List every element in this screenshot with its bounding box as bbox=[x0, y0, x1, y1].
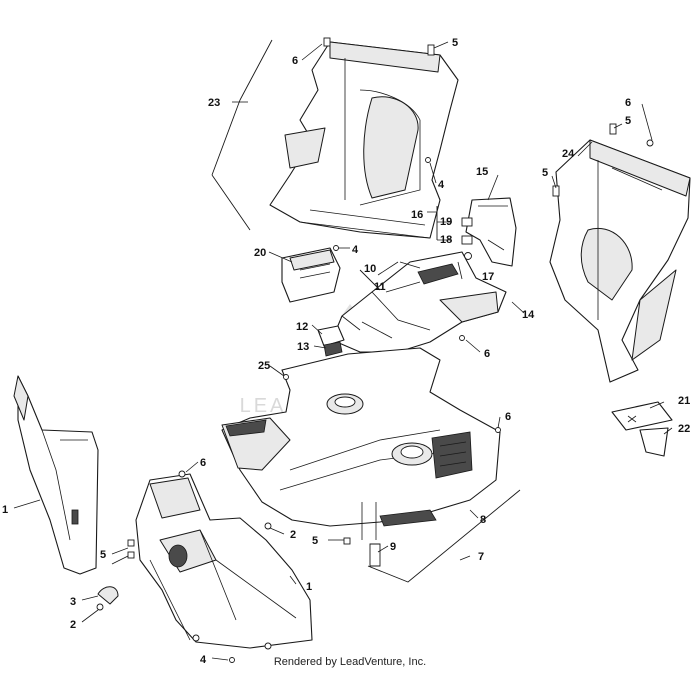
leader-16 bbox=[427, 211, 452, 241]
leader-lines bbox=[13, 41, 673, 661]
callout-6: 6 bbox=[625, 97, 631, 109]
bracket-23 bbox=[211, 39, 273, 231]
part-15-bracket bbox=[465, 197, 517, 267]
callout-6: 6 bbox=[200, 457, 206, 469]
part-21-pad bbox=[611, 401, 673, 431]
callout-21: 21 bbox=[678, 395, 690, 407]
rendered-by-footer: Rendered by LeadVenture, Inc. bbox=[273, 656, 427, 668]
callout-5: 5 bbox=[625, 115, 631, 127]
callout-6: 6 bbox=[484, 348, 490, 360]
bracket-10 bbox=[359, 261, 421, 291]
callout-5: 5 bbox=[452, 37, 458, 49]
callout-6: 6 bbox=[292, 55, 298, 67]
callout-11: 11 bbox=[374, 281, 386, 293]
callout-4: 4 bbox=[438, 179, 445, 191]
leader-7 bbox=[459, 555, 471, 561]
callout-9: 9 bbox=[390, 541, 396, 553]
callout-5: 5 bbox=[312, 535, 318, 547]
callout-1: 1 bbox=[306, 581, 312, 593]
bracket-7 bbox=[367, 489, 521, 583]
callout-20: 20 bbox=[254, 247, 266, 259]
callout-7: 7 bbox=[478, 551, 484, 563]
callout-13: 13 bbox=[297, 341, 309, 353]
callout-4: 4 bbox=[200, 654, 207, 666]
callout-15: 15 bbox=[476, 166, 488, 178]
callout-3: 3 bbox=[70, 596, 76, 608]
callout-16: 16 bbox=[411, 209, 423, 221]
part-3-knob bbox=[97, 586, 119, 605]
part-12-13-inserts bbox=[317, 325, 345, 357]
callout-1: 1 bbox=[2, 504, 8, 516]
callout-5: 5 bbox=[100, 549, 106, 561]
callout-6: 6 bbox=[505, 411, 511, 423]
part-1-left-side-panel bbox=[13, 375, 99, 575]
part-1-lower-front-panel bbox=[135, 473, 313, 650]
callout-23: 23 bbox=[208, 97, 220, 109]
callout-2: 2 bbox=[70, 619, 76, 631]
callout-10: 10 bbox=[364, 263, 376, 275]
callout-5: 5 bbox=[542, 167, 548, 179]
part-20-panel bbox=[281, 247, 341, 303]
callout-4: 4 bbox=[352, 244, 359, 256]
callout-labels: 23 6 5 4 16 15 19 18 17 14 20 4 10 11 12… bbox=[2, 37, 690, 666]
callout-24: 24 bbox=[562, 148, 575, 160]
callout-25: 25 bbox=[258, 360, 270, 372]
part-24-right-panel bbox=[549, 139, 691, 383]
callout-12: 12 bbox=[296, 321, 308, 333]
callout-2: 2 bbox=[290, 529, 296, 541]
part-7-floor-assembly bbox=[221, 347, 501, 540]
callout-18: 18 bbox=[440, 234, 452, 246]
part-11-center-console bbox=[331, 251, 507, 353]
callout-22: 22 bbox=[678, 423, 690, 435]
part-23-left-upper-panel bbox=[269, 41, 459, 239]
fasteners bbox=[96, 37, 654, 663]
part-22-strip bbox=[639, 427, 669, 457]
part-9-clip bbox=[369, 543, 381, 567]
callout-8: 8 bbox=[480, 514, 486, 526]
callout-19: 19 bbox=[440, 216, 452, 228]
callout-17: 17 bbox=[482, 271, 494, 283]
callout-14: 14 bbox=[522, 309, 535, 321]
